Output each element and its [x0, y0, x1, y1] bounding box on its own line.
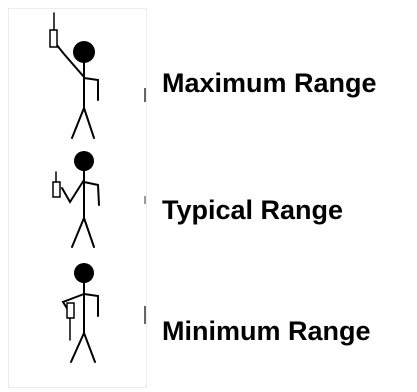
figure-head: [73, 41, 95, 63]
figure-right-arm: [83, 293, 99, 317]
figure-raised-arm: [55, 43, 85, 78]
figure-left-leg: [70, 332, 85, 363]
figure-bent-arm: [61, 179, 85, 204]
figure-right-arm: [83, 181, 100, 206]
figure-right-leg: [83, 107, 95, 139]
radio-icon: [52, 181, 61, 198]
typical-range-label: Typical Range: [162, 195, 344, 225]
figure-left-leg: [71, 217, 85, 248]
figure-typical-range: [52, 151, 100, 248]
figure-minimum-range: [61, 263, 99, 363]
figure-maximum-range: [49, 12, 99, 139]
figure-right-arm: [83, 77, 99, 101]
maximum-range-label: Maximum Range: [162, 68, 377, 98]
figure-head: [74, 151, 94, 171]
figure-right-leg: [83, 217, 95, 248]
minimum-range-label: Minimum Range: [162, 316, 371, 346]
figure-head: [74, 263, 94, 283]
figure-right-leg: [83, 332, 96, 363]
radio-icon: [49, 29, 58, 48]
figure-left-leg: [71, 107, 85, 139]
figures-panel: [8, 8, 147, 388]
radio-icon: [66, 302, 75, 319]
